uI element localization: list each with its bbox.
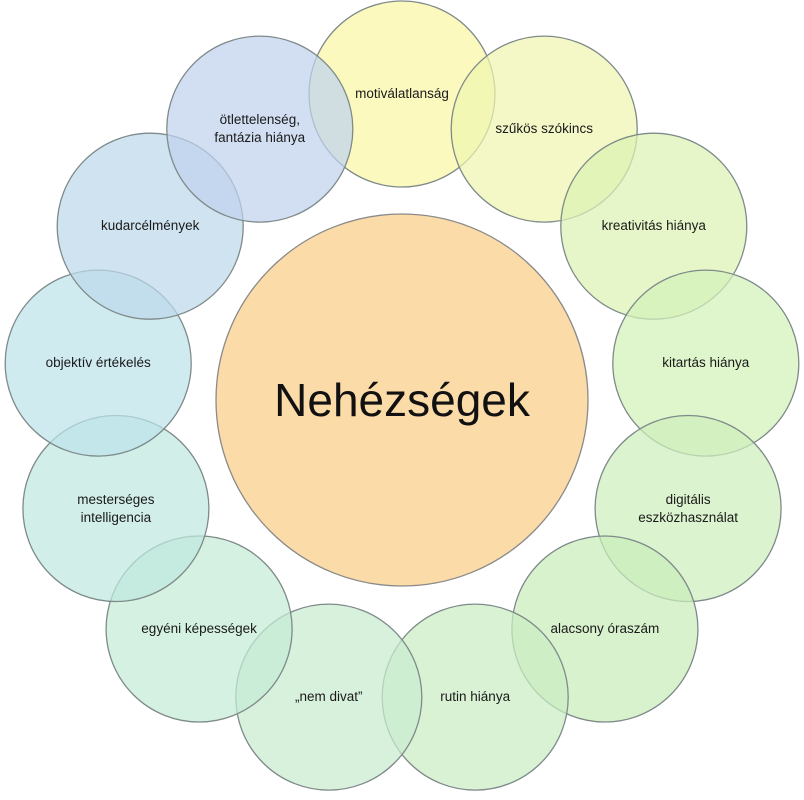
center-circle	[215, 213, 589, 587]
outer-circle-label: kitartás hiánya	[662, 355, 750, 371]
outer-circle-label: digitális eszközhasználat	[638, 491, 738, 525]
outer-circle-label: ötlettelenség, fantázia hiánya	[214, 112, 306, 146]
outer-circle-label: kreativitás hiánya	[601, 218, 706, 234]
outer-circle	[166, 35, 354, 223]
outer-circle-label: rutin hiánya	[440, 689, 511, 705]
outer-circle-label: „nem divat”	[295, 689, 363, 705]
center-label: Nehézségek	[274, 374, 530, 426]
outer-circle-label: egyéni képességek	[141, 621, 257, 636]
outer-circle-label: alacsony óraszám	[550, 621, 660, 636]
outer-circle-label: szűkös szókincs	[495, 121, 593, 137]
outer-circle-label: mesterséges intelligencia	[77, 491, 155, 525]
outer-circle-label: motiválatlanság	[355, 86, 449, 101]
outer-circle-label: objektív értékelés	[45, 355, 151, 371]
outer-circle-label: kudarcélmények	[101, 218, 200, 234]
